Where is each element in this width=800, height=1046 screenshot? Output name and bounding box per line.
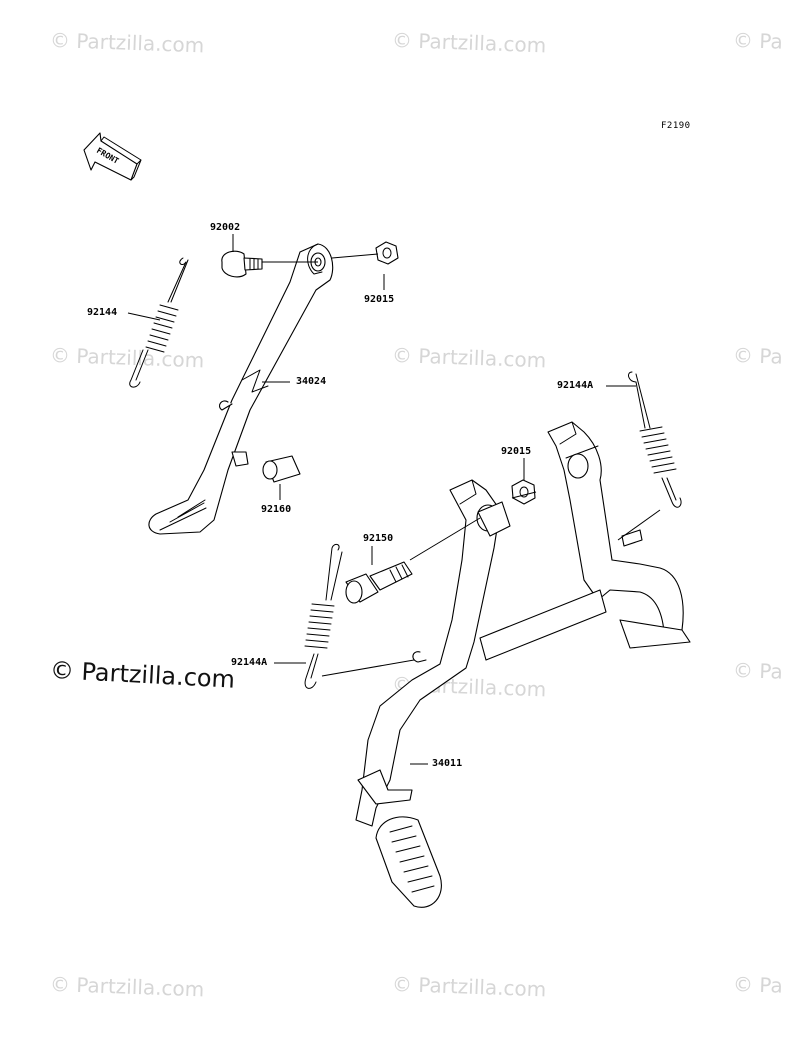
callout-92144A-right[interactable]: 92144A xyxy=(557,380,594,391)
callout-92144[interactable]: 92144 xyxy=(87,307,118,318)
leader-lines xyxy=(127,234,661,765)
callout-92144A-left[interactable]: 92144A xyxy=(231,657,268,668)
callout-92002[interactable]: 92002 xyxy=(210,222,241,233)
spring-92144A-left xyxy=(304,543,343,689)
center-stand-34011 xyxy=(355,421,691,908)
callout-92160[interactable]: 92160 xyxy=(261,504,292,515)
bolt-92150 xyxy=(345,561,413,604)
spring-92144A-right xyxy=(628,371,682,508)
collar-92160 xyxy=(262,455,301,483)
nut-92015-top xyxy=(375,241,399,265)
callout-34024[interactable]: 34024 xyxy=(296,376,327,387)
front-arrow-icon: FRONT xyxy=(83,132,142,181)
callout-34011[interactable]: 34011 xyxy=(432,758,463,769)
callout-92150[interactable]: 92150 xyxy=(363,533,394,544)
spring-92144 xyxy=(129,257,189,388)
callout-92015-top[interactable]: 92015 xyxy=(364,294,395,305)
nut-92015-mid xyxy=(511,479,536,505)
figure-code: F2190 xyxy=(661,121,691,131)
bolt-92002 xyxy=(221,250,263,278)
side-stand-34024 xyxy=(148,243,334,535)
callout-92015-mid[interactable]: 92015 xyxy=(501,446,532,457)
